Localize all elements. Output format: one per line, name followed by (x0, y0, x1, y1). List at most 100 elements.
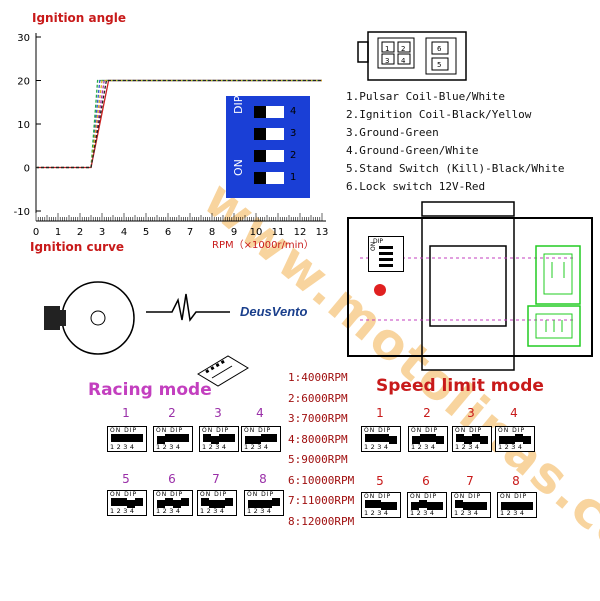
switch-lever (365, 434, 373, 442)
chart-title: Ignition angle (32, 11, 127, 25)
rpm-mode-4: 4:8000RPM (288, 432, 348, 446)
switch-numbers: 1234 (244, 443, 271, 451)
y-tick-label: 20 (17, 77, 30, 88)
switch-lever (428, 434, 436, 442)
switch-on-dip-label: ON DIP (500, 493, 528, 500)
wire-item-4: 4.Ground-Green/White (346, 144, 479, 157)
speed-num-1: 1 (376, 406, 384, 420)
x-tick-label: 1 (55, 227, 61, 238)
switch-on-dip-label: ON DIP (200, 491, 228, 498)
switch-numbers: 1234 (156, 507, 183, 515)
switch-lever (261, 434, 269, 442)
switch-lever (373, 500, 381, 508)
switch-lever (217, 500, 225, 508)
switch-on-dip-label: ON DIP (244, 427, 272, 434)
x-tick-label: 13 (316, 227, 329, 238)
switch-lever (420, 434, 428, 442)
switch-lever (507, 436, 515, 444)
x-tick-label: 4 (121, 227, 127, 238)
switch-lever (135, 434, 143, 442)
connector-pin-1: 1 (385, 45, 389, 53)
switch-lever (480, 436, 488, 444)
switch-lever (463, 502, 471, 510)
x-tick-label: 6 (165, 227, 171, 238)
connector-pin-3: 3 (385, 57, 389, 65)
racing-num-2: 2 (168, 406, 176, 420)
dip-large-slot-2 (254, 150, 284, 162)
switch-lever (373, 434, 381, 442)
switch-lever (111, 434, 119, 442)
switch-lever (219, 434, 227, 442)
y-tick-label: 30 (17, 33, 30, 44)
switch-lever (245, 436, 253, 444)
switch-lever (411, 502, 419, 510)
switch-lever (365, 500, 373, 508)
connector-pin-2: 2 (401, 45, 405, 53)
wire-list: 1.Pulsar Coil-Blue/White 2.Ignition Coil… (346, 88, 565, 196)
switch-lever (479, 502, 487, 510)
switch-lever (264, 500, 272, 508)
x-tick-label: 2 (77, 227, 83, 238)
switch-lever (135, 498, 143, 506)
rpm-mode-1: 1:4000RPM (288, 371, 348, 384)
switch-lever (269, 434, 277, 442)
x-tick-label: 5 (143, 227, 149, 238)
cdi-dip-slot-1 (379, 264, 393, 267)
dip-large-slot-3 (254, 128, 284, 140)
connector-diagram: 1 2 3 4 6 5 (357, 31, 467, 81)
rpm-mode-7: 7:11000RPM (288, 494, 355, 507)
switch-lever (272, 498, 280, 506)
y-tick-label: -10 (14, 207, 30, 218)
racing-mode-title: Racing mode (88, 380, 212, 400)
switch-numbers: 1234 (364, 443, 391, 451)
switch-lever (501, 502, 509, 510)
switch-lever (381, 502, 389, 510)
switch-on-dip-label: ON DIP (455, 427, 483, 434)
x-tick-label: 12 (294, 227, 307, 238)
switch-numbers: 1234 (200, 507, 227, 515)
switch-lever (181, 434, 189, 442)
cdi-dip-switch: DIP ON (368, 236, 404, 272)
switch-numbers: 1234 (110, 443, 137, 451)
switch-on-dip-label: ON DIP (454, 493, 482, 500)
switch-lever (181, 498, 189, 506)
rpm-mode-5: 5:9000RPM (288, 453, 348, 466)
dip-large-num-2: 2 (290, 150, 297, 161)
switch-lever (455, 500, 463, 508)
series-line (36, 79, 322, 169)
switch-numbers: 1234 (455, 443, 482, 451)
switch-lever (127, 500, 135, 508)
switch-lever (525, 502, 533, 510)
switch-lever (225, 498, 233, 506)
speed-num-8: 8 (512, 474, 520, 488)
switch-numbers: 1234 (247, 507, 274, 515)
connector-pin-4: 4 (401, 57, 406, 65)
switch-lever (509, 502, 517, 510)
small-dip-figure (197, 355, 249, 387)
switch-lever (157, 436, 165, 444)
switch-lever (381, 434, 389, 442)
switch-on-dip-label: ON DIP (110, 491, 138, 498)
dip-switch-large: DIP ON 4 3 2 1 (226, 96, 310, 198)
switch-on-dip-label: ON DIP (410, 493, 438, 500)
x-tick-label: 7 (187, 227, 193, 238)
speed-num-5: 5 (376, 474, 384, 488)
switch-lever (173, 434, 181, 442)
switch-on-dip-label: ON DIP (247, 491, 275, 498)
switch-numbers: 1234 (364, 509, 391, 517)
speed-num-4: 4 (510, 406, 518, 420)
racing-num-6: 6 (168, 472, 176, 486)
racing-switch-4: ON DIP 1234 (241, 426, 281, 452)
switch-lever (427, 502, 435, 510)
switch-lever (209, 500, 217, 508)
x-tick-label: 10 (250, 227, 263, 238)
racing-num-3: 3 (214, 406, 222, 420)
switch-on-dip-label: ON DIP (156, 491, 184, 498)
rpm-mode-8: 8:12000RPM (288, 514, 355, 528)
